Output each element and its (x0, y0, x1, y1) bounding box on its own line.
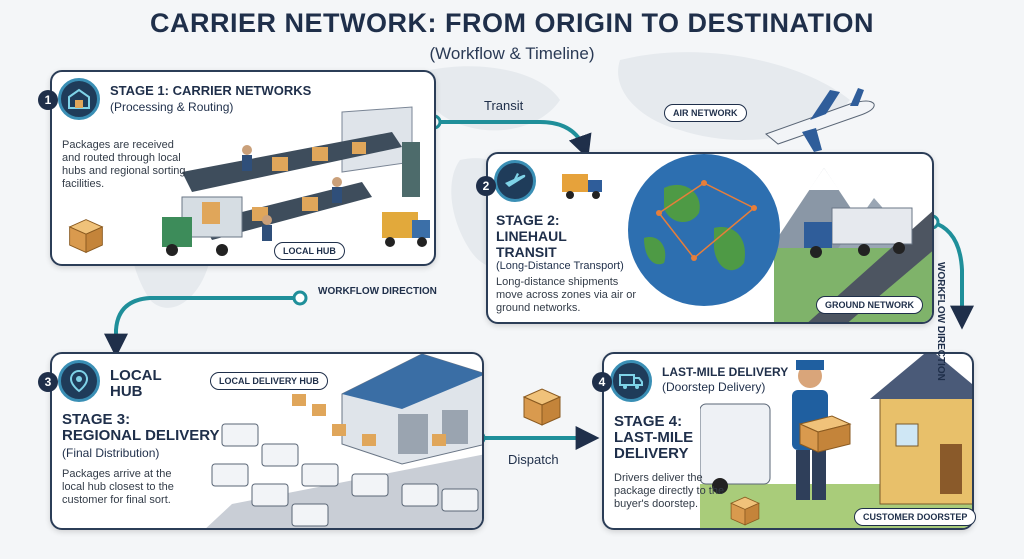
stage3-number: 3 (38, 372, 58, 392)
transit-arrow (436, 120, 592, 160)
airplane-icon (765, 88, 875, 152)
local-delivery-hub-tag: LOCAL DELIVERY HUB (210, 372, 328, 390)
stage3-heading-line1: STAGE 3: (62, 411, 131, 428)
customer-doorstep-tag: CUSTOMER DOORSTEP (854, 508, 977, 526)
stage2-heading-line2: LINEHAUL (496, 228, 567, 244)
stage1-heading: STAGE 1: CARRIER NETWORKS (110, 83, 312, 98)
linehaul-illustration (628, 154, 932, 322)
stage1-card (50, 70, 436, 266)
package-icon (730, 496, 760, 526)
stage2-body: Long-distance shipments move across zone… (496, 276, 636, 314)
package-icon (522, 388, 562, 426)
stage1-number: 1 (38, 90, 58, 110)
stage3-subheading: (Final Distribution) (62, 446, 160, 460)
stage3-body: Packages arrive at the local hub closest… (62, 468, 174, 506)
stage2-heading-line3: TRANSIT (496, 244, 557, 260)
stage4-heading-line2: LAST-MILE (614, 429, 694, 446)
stage2-card (486, 152, 934, 324)
workflow-direction-left-label: WORKFLOW DIRECTION (318, 286, 437, 297)
workflow-direction-left-arrow (104, 296, 300, 358)
stage4-card (602, 352, 974, 530)
stage4-body: Drivers deliver the package directly to … (614, 472, 725, 510)
sorting-facility-illustration (162, 106, 430, 256)
transit-label: Transit (484, 98, 524, 113)
local-hub-tag: LOCAL HUB (274, 242, 345, 260)
stage4-top-line2: (Doorstep Delivery) (662, 380, 766, 394)
page-subtitle: (Workflow & Timeline) (429, 44, 595, 63)
warehouse-icon (58, 78, 100, 120)
location-pin-icon (58, 360, 100, 402)
airplane-badge-icon (494, 160, 536, 202)
page-title: CARRIER NETWORK: FROM ORIGIN TO DESTINAT… (150, 8, 874, 38)
stage1-subheading: (Processing & Routing) (110, 100, 234, 114)
stage2-subheading: (Long-Distance Transport) (496, 260, 624, 272)
stage3-hub-line1: LOCAL (110, 367, 162, 384)
workflow-direction-right-label: WORKFLOW DIRECTION (935, 262, 946, 381)
stage4-number: 4 (592, 372, 612, 392)
stage4-heading-line3: DELIVERY (614, 445, 689, 462)
delivery-hub-illustration (206, 354, 482, 528)
stage1-body: Packages are received and routed through… (62, 139, 186, 190)
stage3-hub-line2: HUB (110, 383, 143, 400)
delivery-truck-icon (562, 174, 602, 199)
stage3-heading-line2: REGIONAL DELIVERY (62, 427, 220, 444)
delivery-van-icon (610, 360, 652, 402)
stage4-heading-line1: STAGE 4: (614, 413, 683, 430)
ground-network-tag: GROUND NETWORK (816, 296, 923, 314)
stage2-number: 2 (476, 176, 496, 196)
air-network-tag: AIR NETWORK (664, 104, 747, 122)
package-icon (68, 219, 104, 254)
dispatch-label: Dispatch (508, 452, 559, 467)
stage2-heading-line1: STAGE 2: (496, 212, 560, 228)
stage4-top-line1: LAST-MILE DELIVERY (662, 365, 789, 379)
